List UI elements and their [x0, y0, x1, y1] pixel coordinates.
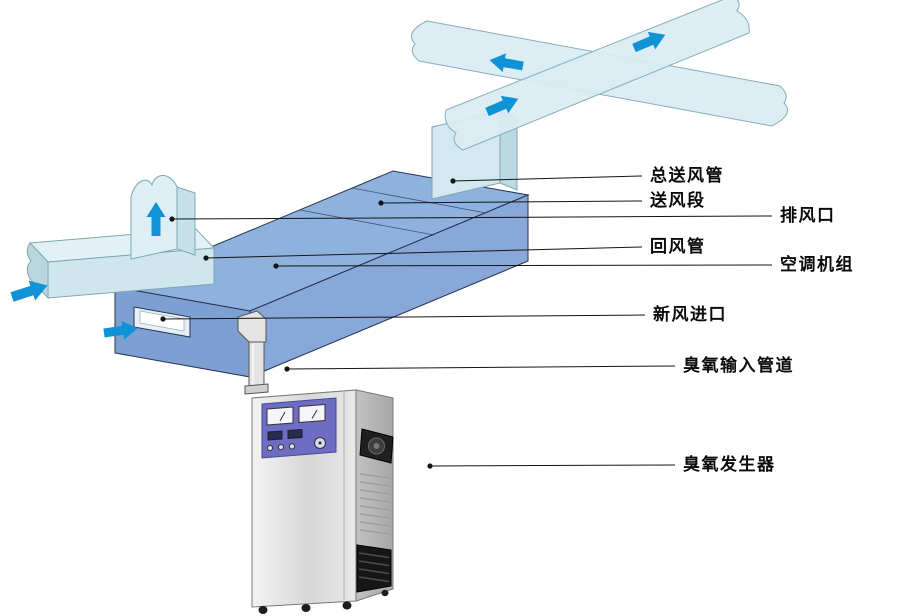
louver-slat [359, 505, 391, 511]
louver-slat [359, 473, 391, 479]
label-fresh-air-inlet: 新风进口 [653, 305, 727, 325]
ahu-section-line [351, 187, 487, 214]
grille-slat [358, 560, 390, 567]
leader-lines [162, 175, 773, 467]
cross-supply-ducts [411, 0, 788, 151]
label-main-supply-duct: 总送风管 [650, 166, 724, 186]
louver-slat [359, 481, 391, 487]
ahu-section-line [299, 209, 435, 236]
panel-button [277, 444, 285, 451]
caster [381, 589, 389, 597]
leader-dot-return-duct [203, 255, 209, 261]
bottom-grille [356, 544, 392, 593]
label-return-duct: 回风管 [650, 237, 706, 257]
panel-display-left [267, 430, 283, 441]
louver-slat [359, 521, 391, 527]
grille-slat [358, 576, 390, 583]
leader-dot-supply-section [378, 200, 384, 206]
label-ozone-generator: 臭氧发生器 [683, 455, 776, 475]
louver-slat [359, 513, 391, 519]
louver-slat [359, 497, 391, 503]
leader-dot-ac-unit [273, 263, 279, 269]
grille-slat [358, 552, 390, 559]
pipe-flange [244, 383, 269, 395]
caster [342, 601, 352, 610]
caster [258, 606, 268, 614]
grille-slat [358, 568, 390, 575]
leader-line-ozone-input-pipe [286, 365, 676, 370]
panel-knob-dot [318, 441, 322, 445]
leader-dot-main-supply-duct [450, 178, 456, 184]
fan-hub [373, 443, 380, 449]
leader-line-main-supply-duct [452, 175, 643, 182]
louver-slat [359, 489, 391, 495]
grille-panel [356, 544, 392, 593]
leader-dot-ozone-generator [427, 463, 433, 469]
label-ozone-input-pipe: 臭氧输入管道 [683, 356, 794, 376]
casters [258, 589, 389, 614]
leader-line-fresh-air-inlet [162, 314, 646, 320]
panel-button [288, 443, 296, 450]
pipe-vertical [248, 341, 265, 389]
label-exhaust-outlet: 排风口 [780, 206, 836, 226]
side-fan-box [359, 428, 394, 464]
leader-dots [160, 178, 456, 469]
gauge-left-needle [279, 411, 286, 422]
leader-dot-ozone-input-pipe [284, 366, 290, 372]
riser-side [176, 186, 196, 256]
leader-line-ac-unit [275, 264, 773, 267]
panel-button [266, 444, 274, 452]
gauge-right [298, 403, 326, 424]
leader-line-ozone-generator [429, 464, 676, 467]
gauge-left [266, 406, 294, 426]
leader-dot-fresh-air-inlet [160, 316, 166, 322]
leader-line-return-duct [205, 246, 643, 259]
side-louvers [359, 473, 391, 535]
ozone-generator-cabinet [251, 389, 394, 614]
leader-line-exhaust-outlet [171, 215, 773, 220]
cross-duct-diagonal [444, 0, 750, 151]
louver-slat [359, 529, 391, 535]
label-supply-section: 送风段 [650, 191, 706, 211]
exhaust-riser-duct [130, 175, 196, 260]
caster [301, 604, 311, 612]
gauge-right-needle [311, 409, 318, 419]
panel-display-right [287, 428, 303, 440]
leader-dot-exhaust-outlet [169, 216, 175, 222]
label-ac-unit: 空调机组 [780, 255, 854, 275]
control-panel [261, 397, 337, 459]
leader-line-supply-section [380, 200, 643, 204]
fresh-air-inlet-opening [133, 306, 191, 338]
